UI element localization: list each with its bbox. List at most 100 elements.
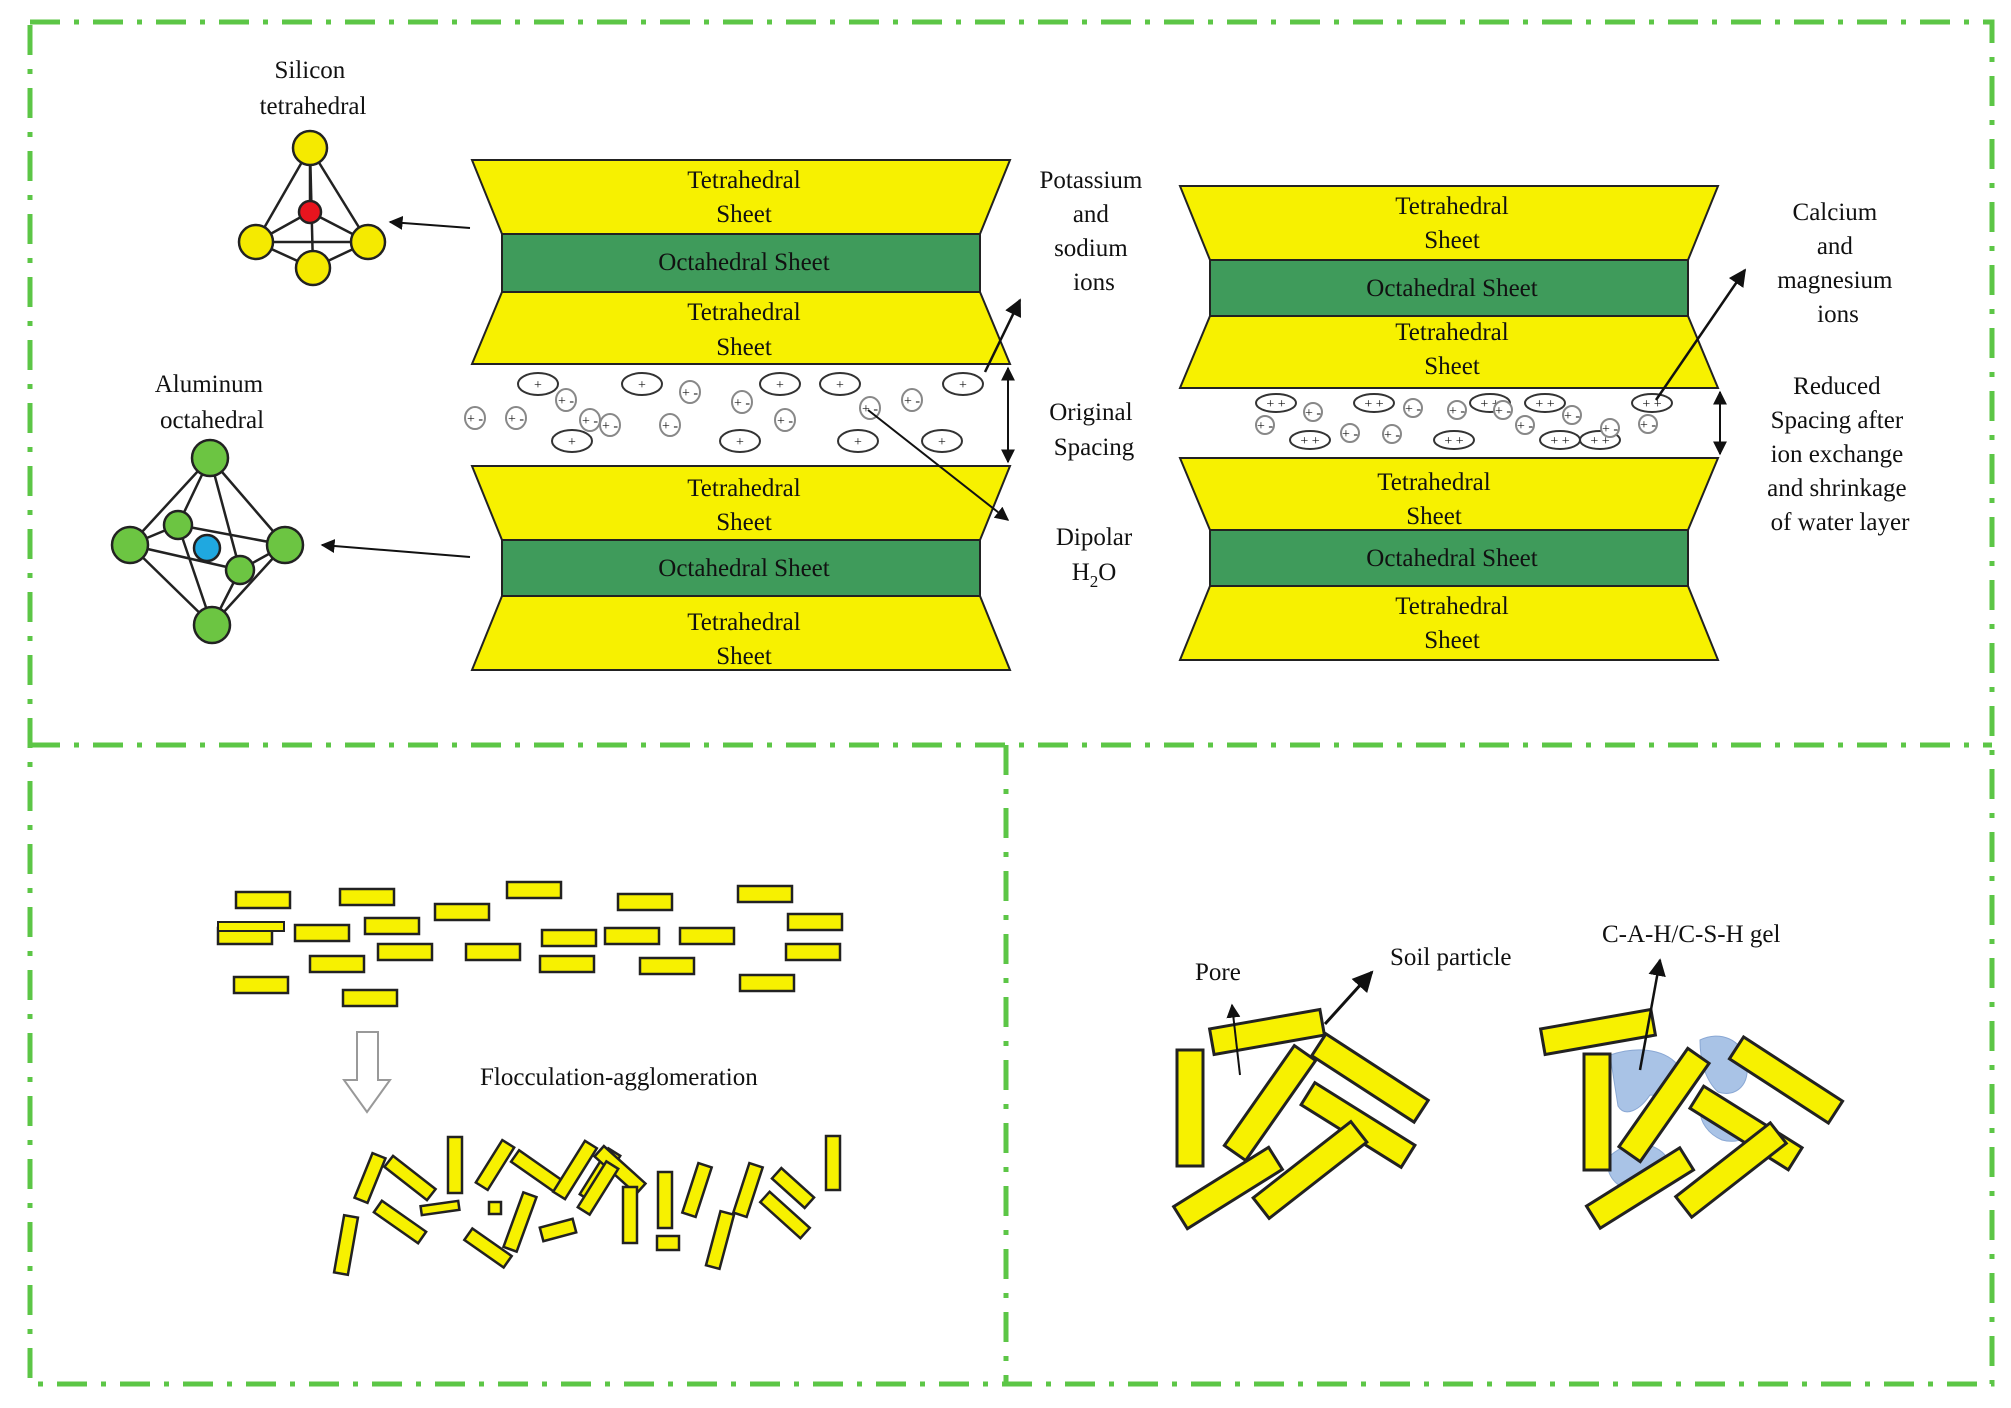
svg-text:+: +: [568, 435, 576, 450]
svg-text:+: +: [638, 378, 646, 393]
dipolar-water: + -: [599, 413, 621, 437]
svg-text:+ -: + -: [602, 419, 618, 434]
right-interlayer-ions: + ++ ++ ++ ++ ++ ++ ++ ++ ++ -+ -+ -+ -+…: [1255, 393, 1673, 450]
cation-ion: +: [921, 429, 963, 453]
octahedral-sheet: [501, 233, 981, 293]
reduced-spacing-label: Reduced Spacing after ion exchange and s…: [1767, 373, 1913, 536]
dispersed-particle: [338, 887, 396, 907]
cation-ion: +: [621, 372, 663, 396]
flocculated-particle: [332, 1213, 360, 1277]
dipolar-water: + -: [1403, 398, 1423, 418]
svg-text:+ -: + -: [682, 386, 698, 401]
svg-text:+ +: + +: [1535, 397, 1554, 412]
dipolar-water: + -: [774, 408, 796, 432]
dipolar-water: + -: [1255, 415, 1275, 435]
dispersed-particle: [308, 954, 366, 974]
dipolar-pointer-arrow: [867, 409, 1010, 521]
octa-sheet-label: Octahedral Sheet: [658, 249, 830, 276]
dispersed-particles: [216, 880, 844, 1008]
flocculated-particle: [824, 1134, 842, 1192]
dispersed-particle: [234, 890, 292, 910]
svg-text:+: +: [854, 435, 862, 450]
soil-particle: [1175, 1048, 1205, 1168]
dipolar-water: + -: [659, 413, 681, 437]
silicon-tetrahedron-icon: [237, 129, 387, 287]
flocculated-particle: [680, 1161, 714, 1219]
octa-sheet-label: Octahedral Sheet: [658, 555, 830, 582]
flocculated-particle: [352, 1151, 388, 1205]
pore-label: Pore: [1195, 959, 1241, 986]
dipolar-label: Dipolar: [1056, 524, 1133, 551]
svg-text:+ -: + -: [467, 412, 483, 427]
silicon-label: Silicon tetrahedral: [260, 57, 367, 120]
cation-ion: +: [837, 429, 879, 453]
dispersed-particle: [363, 916, 421, 936]
svg-text:+ -: + -: [1405, 402, 1421, 417]
svg-text:+ +: + +: [1266, 397, 1285, 412]
down-hollow-arrow-icon: [342, 1031, 392, 1114]
dipolar-water: + -: [859, 396, 881, 420]
flocculated-particle: [770, 1166, 816, 1210]
svg-text:+ +: + +: [1444, 434, 1463, 449]
dipolar-water: + -: [505, 406, 527, 430]
divalent-cation-ion: + +: [1353, 393, 1395, 413]
dispersed-particle: [376, 942, 434, 962]
octahedral-sheet: [501, 539, 981, 597]
cation-ion: +: [819, 372, 861, 396]
flocculated-particle: [474, 1138, 516, 1192]
gel-pointer-arrow: [1638, 958, 1666, 1071]
cation-ion: +: [759, 372, 801, 396]
flocculated-particle: [551, 1139, 599, 1201]
svg-text:+: +: [959, 378, 967, 393]
octahedral-sheet: [1209, 529, 1689, 587]
dispersed-particle: [616, 892, 674, 912]
flocculated-particle: [419, 1199, 461, 1217]
dispersed-particle: [784, 942, 842, 962]
divalent-cation-ion: + +: [1524, 393, 1566, 413]
potassium-pointer-arrow: [983, 298, 1022, 373]
tetrahedral-sheet: [470, 291, 1012, 365]
silicon-pointer-arrow: [388, 215, 471, 230]
flocculated-particle: [372, 1199, 428, 1245]
h2o-label: H2O: [1072, 559, 1117, 591]
svg-text:+: +: [534, 378, 542, 393]
dispersed-particle: [638, 956, 696, 976]
dispersed-particle: [678, 926, 736, 946]
dispersed-particle: [786, 912, 844, 932]
right-clay-layer-bottom: [1178, 457, 1720, 661]
left-interlayer-ions: ++++++++++ -+ -+ -+ -+ -+ -+ -+ -+ -+ -+…: [464, 372, 984, 453]
dipolar-water: + -: [1600, 418, 1620, 438]
dipolar-water: + -: [1493, 400, 1513, 420]
dispersed-particle: [464, 942, 522, 962]
svg-text:+ -: + -: [1257, 419, 1273, 434]
octa-sheet-label: Octahedral Sheet: [1366, 545, 1538, 572]
dipolar-water: + -: [901, 388, 923, 412]
soil-particle: [1582, 1052, 1612, 1172]
panel-borders: [27, 19, 1995, 1387]
dispersed-particle: [538, 954, 596, 974]
calcium-pointer-arrow: [1654, 268, 1747, 401]
outer-border: [27, 19, 1995, 1387]
aluminum-label: Aluminum octahedral: [155, 371, 270, 434]
dispersed-particle: [217, 921, 285, 932]
dispersed-particle: [736, 884, 794, 904]
dispersed-particle: [232, 975, 290, 995]
dispersed-particle: [505, 880, 563, 900]
dispersed-particle: [540, 928, 598, 948]
svg-text:+ -: + -: [1305, 406, 1321, 421]
svg-text:+ -: + -: [862, 402, 878, 417]
flocculated-particle: [501, 1190, 539, 1254]
svg-text:+: +: [776, 378, 784, 393]
dispersed-particle: [293, 923, 351, 943]
flocculated-particle: [704, 1209, 736, 1271]
flocculated-particle: [655, 1234, 681, 1252]
dipolar-water: + -: [1447, 400, 1467, 420]
svg-text:+ +: + +: [1590, 434, 1609, 449]
tetrahedral-sheet: [470, 595, 1012, 671]
